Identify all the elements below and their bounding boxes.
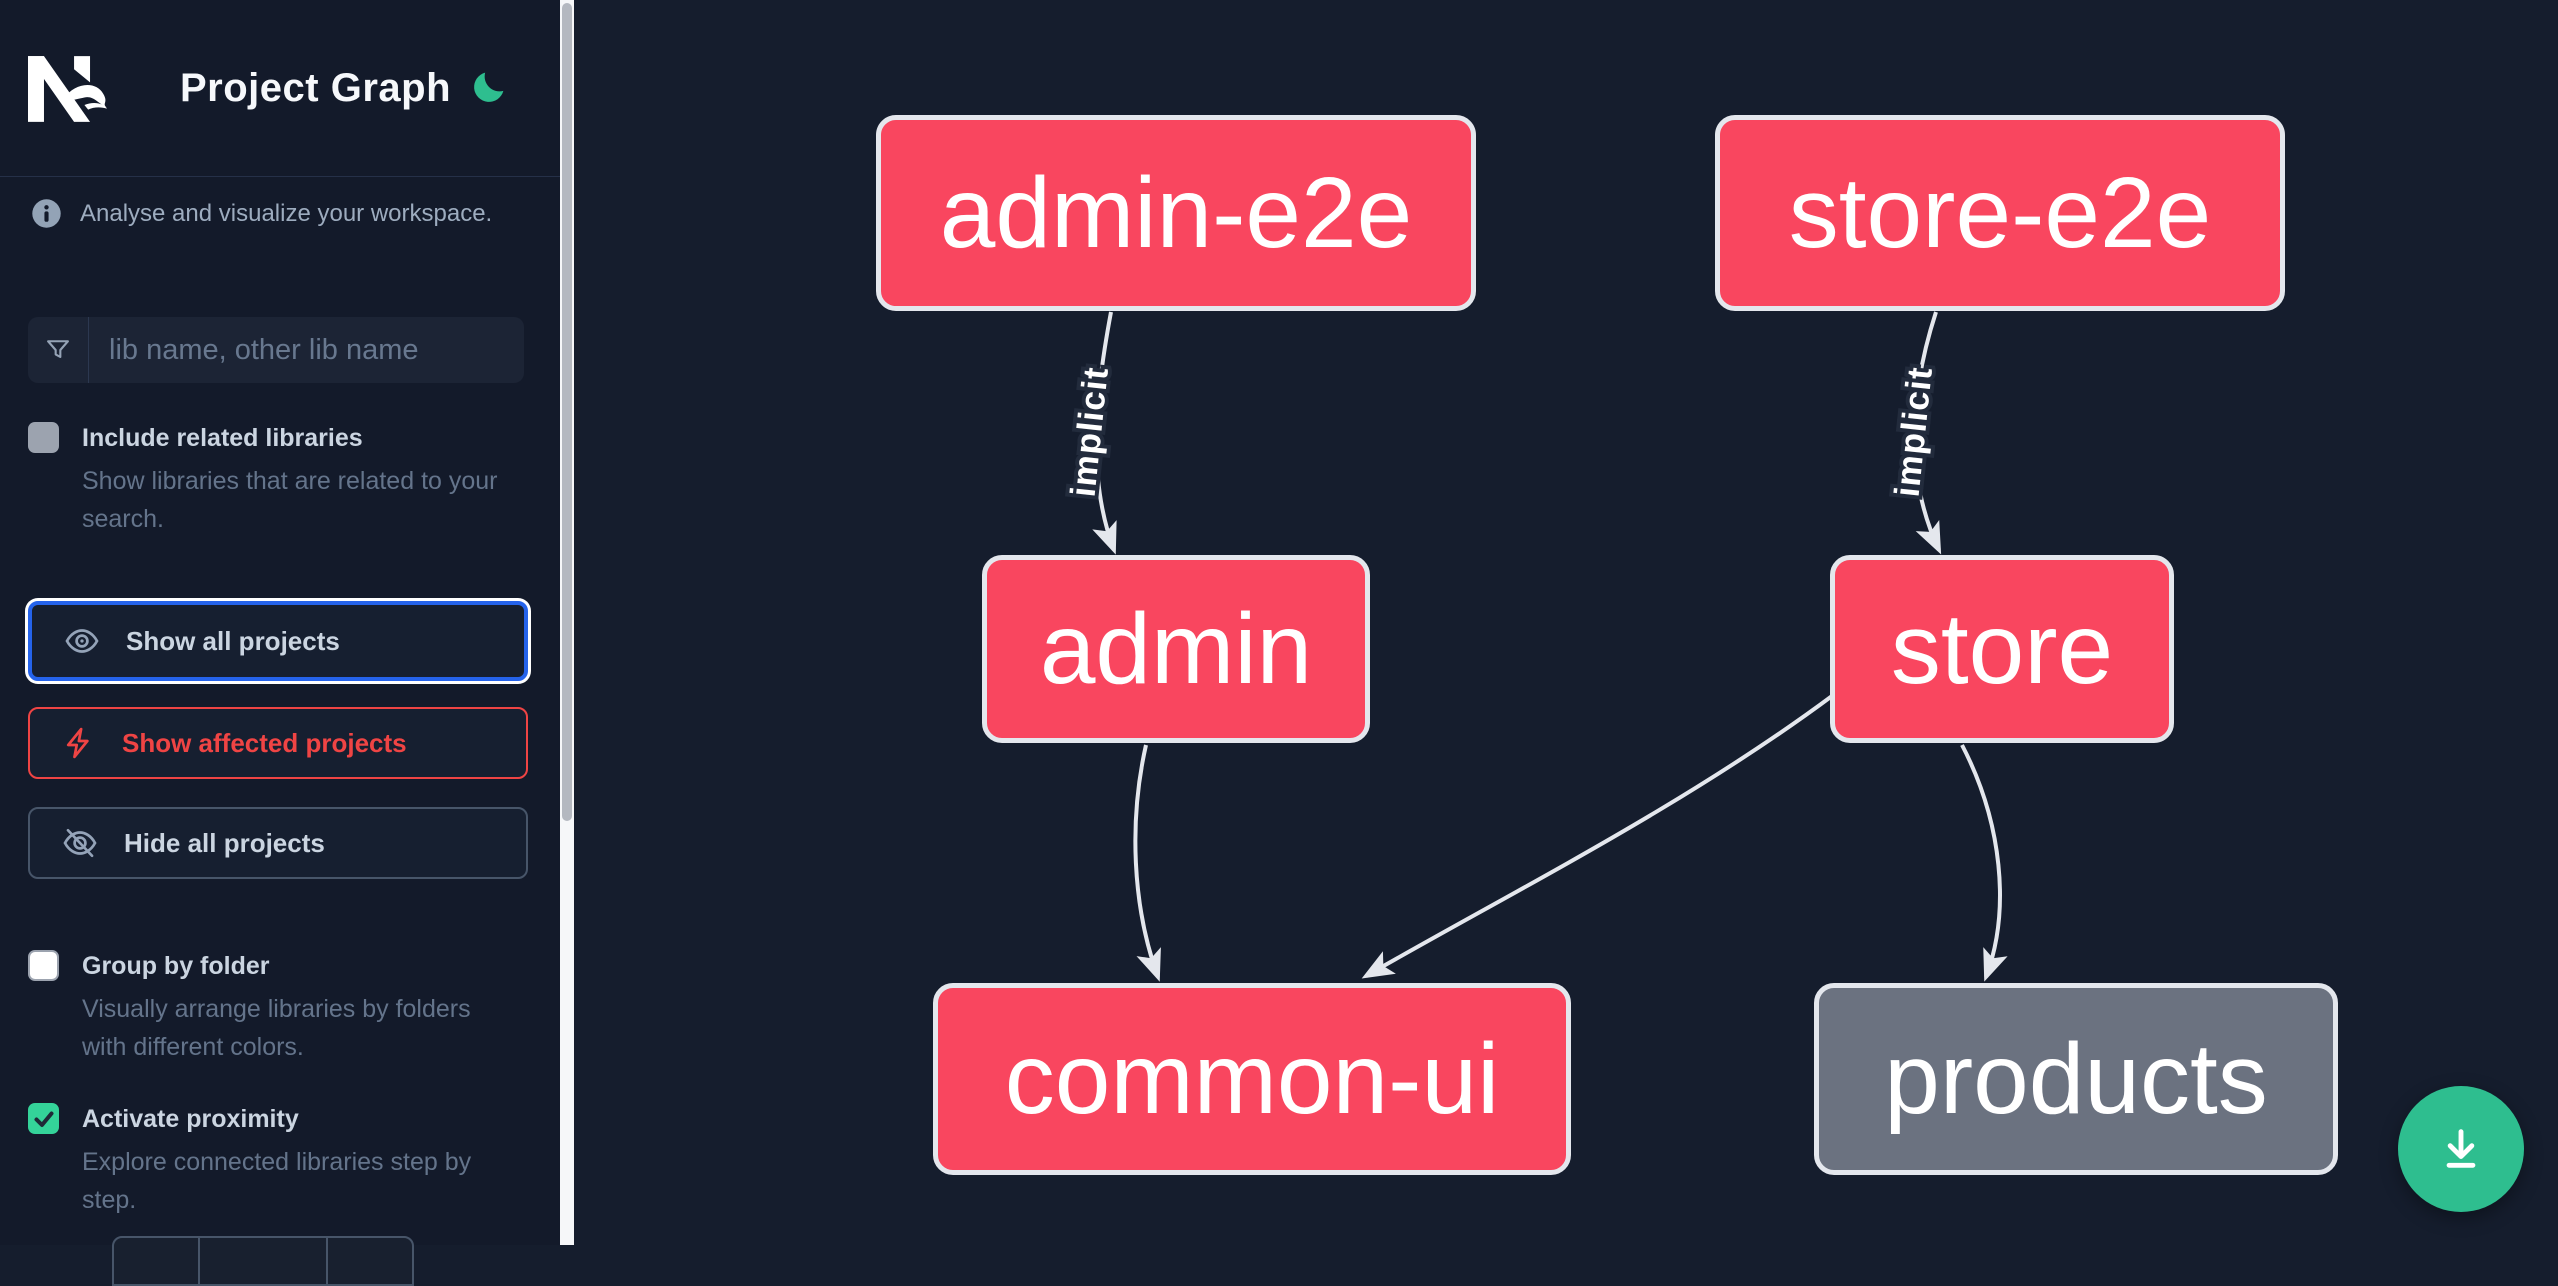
sidebar-scrollbar-thumb[interactable]	[562, 3, 572, 821]
project-node-store-e2e[interactable]: store-e2e	[1715, 115, 2285, 311]
edge-label-implicit: implicit	[1064, 365, 1116, 499]
node-label: store	[1890, 592, 2114, 705]
checkbox-include-related[interactable]	[28, 422, 59, 453]
edge-label-implicit: implicit	[1888, 365, 1940, 499]
project-node-store[interactable]: store	[1830, 555, 2174, 743]
nx-logo-icon	[28, 56, 107, 122]
proximity-depth-control	[112, 1236, 414, 1286]
toggle-include-related-libraries: Include related libraries Show libraries…	[28, 422, 528, 552]
project-node-admin[interactable]: admin	[982, 555, 1370, 743]
check-icon	[34, 1111, 53, 1127]
toggle-description: Show libraries that are related to your …	[82, 467, 498, 533]
node-label: admin-e2e	[939, 156, 1413, 269]
toggle-description: Explore connected libraries step by step…	[82, 1148, 472, 1214]
button-label: Hide all projects	[124, 827, 325, 858]
moon-icon	[474, 72, 504, 102]
page-title: Project Graph	[180, 65, 452, 110]
search-box	[28, 317, 524, 383]
button-label: Show all projects	[126, 625, 340, 656]
sidebar: Project Graph Analyse and visualize your…	[0, 0, 560, 1286]
filter-funnel-icon	[28, 317, 89, 383]
sidebar-scrollbar-track	[560, 0, 574, 1245]
node-label: common-ui	[1004, 1022, 1500, 1135]
workspace-tagline-row: Analyse and visualize your workspace.	[31, 198, 492, 229]
project-node-admin-e2e[interactable]: admin-e2e	[876, 115, 1476, 311]
download-graph-button[interactable]	[2398, 1086, 2524, 1212]
project-node-common-ui[interactable]: common-ui	[933, 983, 1571, 1175]
workspace-tagline: Analyse and visualize your workspace.	[80, 199, 493, 227]
lightning-bolt-icon	[66, 727, 89, 759]
dark-mode-toggle[interactable]	[465, 64, 513, 112]
eye-icon	[65, 629, 99, 653]
button-label: Show affected projects	[122, 727, 407, 758]
toggle-activate-proximity: Activate proximity Explore connected lib…	[28, 1103, 528, 1243]
node-label: admin	[1039, 592, 1313, 705]
toggle-description: Visually arrange libraries by folders wi…	[82, 995, 471, 1061]
project-graph-canvas[interactable]: implicit implicit admin-e2e store-e2e ad…	[574, 0, 2558, 1245]
edge-store-to-common-ui	[1361, 694, 1834, 979]
toggle-group-by-folder: Group by folder Visually arrange librari…	[28, 950, 528, 1080]
project-node-products[interactable]: products	[1814, 983, 2338, 1175]
edge-store-e2e-to-store	[1912, 311, 1942, 555]
toggle-label: Include related libraries	[82, 424, 363, 452]
show-all-projects-button[interactable]: Show all projects	[28, 601, 528, 681]
sidebar-header: Project Graph	[0, 0, 560, 177]
node-label: products	[1884, 1022, 2268, 1135]
show-affected-projects-button[interactable]: Show affected projects	[28, 707, 528, 779]
hide-all-projects-button[interactable]: Hide all projects	[28, 807, 528, 879]
toggle-label: Group by folder	[82, 952, 270, 980]
download-icon	[2446, 1129, 2476, 1168]
info-icon	[32, 199, 61, 228]
search-input[interactable]	[89, 317, 524, 383]
checkbox-group-by-folder[interactable]	[28, 950, 59, 981]
edge-admin-to-common-ui	[1133, 744, 1161, 982]
edge-store-to-products	[1960, 744, 2008, 982]
dependency-edges: implicit implicit	[1060, 311, 2008, 982]
eye-off-icon	[63, 828, 97, 858]
checkbox-activate-proximity[interactable]	[28, 1103, 59, 1134]
edge-admin-e2e-to-admin	[1092, 311, 1117, 555]
toggle-label: Activate proximity	[82, 1105, 299, 1133]
node-label: store-e2e	[1788, 156, 2212, 269]
